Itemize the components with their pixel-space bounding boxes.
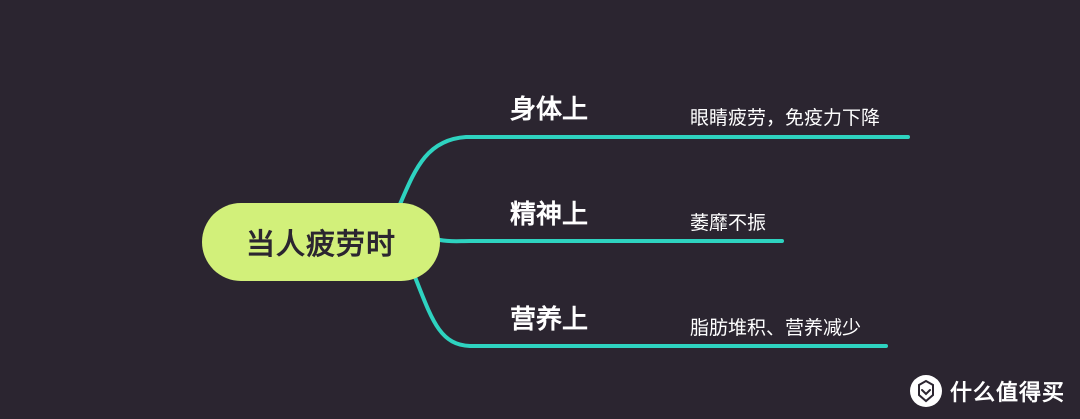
watermark: 什么值得买 xyxy=(910,374,1065,408)
branch-connector-mind xyxy=(438,238,784,244)
branch-label-body: 身体上 xyxy=(510,95,589,125)
leaf-nutrition: 脂肪堆积、营养减少 xyxy=(690,317,862,339)
branch-connector-body xyxy=(390,135,910,224)
root-node-label: 当人疲劳时 xyxy=(245,227,396,261)
watermark-text: 什么值得买 xyxy=(950,381,1066,406)
root-node: 当人疲劳时 xyxy=(202,203,440,281)
branch-label-nutrition: 营养上 xyxy=(510,305,589,335)
branch-connector-nutrition xyxy=(413,275,888,348)
branch-label-mind: 精神上 xyxy=(510,200,589,230)
leaf-body: 眼睛疲劳，免疫力下降 xyxy=(690,107,881,129)
leaf-mind: 萎靡不振 xyxy=(690,212,767,234)
smzdm-logo-icon xyxy=(910,375,942,407)
